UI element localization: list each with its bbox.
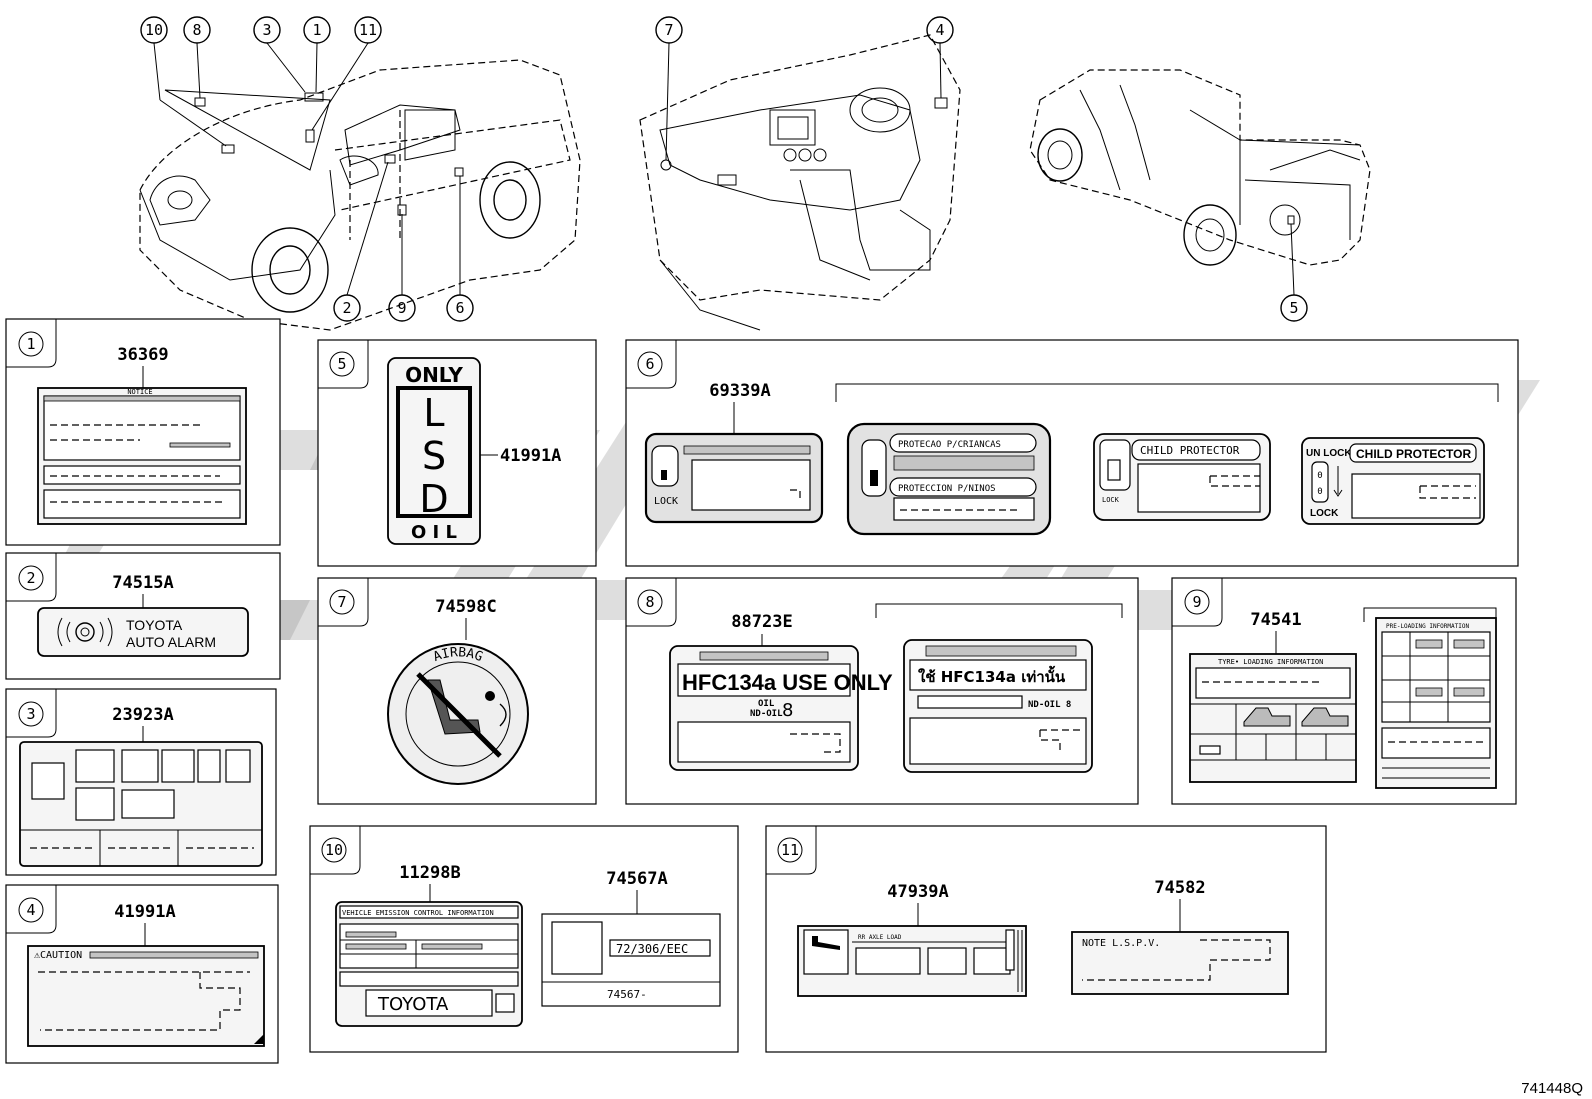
panel-7: 7 74598C AIRBAG [317,577,597,805]
svg-text:74541: 74541 [1250,610,1301,630]
callout-5: 5 [1280,223,1308,322]
svg-text:UN LOCK: UN LOCK [1306,448,1352,459]
callout-10: 10 [140,16,227,147]
svg-text:1: 1 [26,335,35,353]
svg-text:D: D [419,477,448,521]
svg-text:ND-OIL 8: ND-OIL 8 [1028,700,1071,710]
panel-8: 8 88723E HFC134a USE ONLY OIL ND-OIL 8 ใ… [625,577,1139,805]
svg-text:36369: 36369 [117,345,168,365]
svg-text:NOTICE: NOTICE [127,388,152,396]
svg-text:5: 5 [337,355,346,373]
panel-2: 2 74515A TOYOTA AUTO ALARM [5,552,281,680]
callout-8: 8 [183,16,211,99]
svg-text:0: 0 [1317,471,1322,481]
svg-text:74515A: 74515A [112,573,173,593]
svg-text:HFC134a USE ONLY: HFC134a USE ONLY [682,670,893,695]
svg-text:3: 3 [26,705,35,723]
truck-front-view [139,59,581,331]
svg-text:CHILD PROTECTOR: CHILD PROTECTOR [1356,447,1471,461]
svg-text:LOCK: LOCK [654,496,678,507]
svg-text:69339A: 69339A [709,381,770,401]
svg-text:11298B: 11298B [399,863,460,883]
callout-3: 3 [253,16,306,93]
svg-text:3: 3 [262,21,271,39]
svg-text:74567-: 74567- [607,988,647,1001]
interior-dashboard-view [639,34,961,331]
svg-text:4: 4 [935,21,944,39]
svg-text:47939A: 47939A [887,882,948,902]
svg-text:OIL: OIL [758,699,775,709]
svg-text:23923A: 23923A [112,705,173,725]
svg-text:6: 6 [645,355,654,373]
panel-9: 9 74541 TYRE• LOADING INFORMATION PRE-LO… [1171,577,1517,805]
svg-text:41991A: 41991A [114,902,175,922]
svg-text:2: 2 [26,569,35,587]
svg-text:LOCK: LOCK [1102,496,1120,504]
svg-text:⚠CAUTION: ⚠CAUTION [34,950,82,961]
svg-text:NOTE L.S.P.V.: NOTE L.S.P.V. [1082,938,1160,949]
svg-text:TOYOTA: TOYOTA [126,617,183,633]
callout-4: 4 [926,16,954,99]
diagram-id: 741448Q [1521,1080,1583,1097]
svg-text:PROTECAO P/CRIANCAS: PROTECAO P/CRIANCAS [898,440,1001,450]
svg-text:1: 1 [312,21,321,39]
svg-text:11: 11 [359,21,377,39]
panel-1: 1 36369 NOTICE [5,318,281,546]
svg-text:L: L [423,391,444,435]
svg-text:CHILD PROTECTOR: CHILD PROTECTOR [1140,444,1240,457]
panel-11: 11 47939A 74582 RR AXLE LOAD NOTE L.S.P.… [765,825,1327,1053]
svg-text:PRE-LOADING INFORMATION: PRE-LOADING INFORMATION [1386,623,1469,630]
svg-text:7: 7 [337,593,346,611]
svg-text:10: 10 [145,21,163,39]
svg-text:S: S [422,434,446,478]
callout-9: 9 [388,214,416,322]
callout-2: 2 [333,161,389,322]
svg-text:74598C: 74598C [435,597,496,617]
svg-text:TOYOTA: TOYOTA [377,994,449,1015]
truck-rear-view [1029,69,1371,266]
svg-text:RR AXLE LOAD: RR AXLE LOAD [858,934,902,941]
panel-5: 5 ONLY L S D O I L 41991A [317,339,597,567]
svg-text:7: 7 [664,21,673,39]
callout-6: 6 [446,176,474,322]
svg-text:8: 8 [645,593,654,611]
svg-text:LOCK: LOCK [1310,508,1339,519]
panel-10: 10 11298B 74567A VEHICLE EMISSION CONTRO… [309,825,739,1053]
svg-text:2: 2 [342,299,351,317]
svg-text:AIRBAG: AIRBAG [431,645,485,665]
svg-text:9: 9 [397,299,406,317]
svg-text:TYRE• LOADING INFORMATION: TYRE• LOADING INFORMATION [1218,658,1323,666]
panel-3: 3 23923A [5,688,277,876]
callout-11: 11 [311,16,382,131]
svg-text:VEHICLE EMISSION CONTROL INFOR: VEHICLE EMISSION CONTROL INFORMATION [342,909,494,917]
svg-text:6: 6 [455,299,464,317]
svg-text:11: 11 [781,841,799,859]
svg-text:8: 8 [782,700,793,721]
panel-4: 4 41991A ⚠CAUTION [5,884,279,1064]
svg-text:10: 10 [325,841,343,859]
callout-1: 1 [303,16,331,93]
svg-text:88723E: 88723E [731,612,792,632]
svg-text:41991A: 41991A [500,446,561,466]
svg-text:0: 0 [1317,487,1322,497]
svg-text:ใช้ HFC134a เท่านั้น: ใช้ HFC134a เท่านั้น [918,665,1066,686]
svg-text:4: 4 [26,901,35,919]
panel-6: 6 69339A LOCK PROTECAO P/CRIANCAS PROTEC… [625,339,1519,567]
alarm-icon [57,617,113,647]
svg-text:74582: 74582 [1154,878,1205,898]
callout-7: 7 [655,16,683,161]
svg-text:9: 9 [1192,593,1201,611]
svg-text:AUTO ALARM: AUTO ALARM [126,634,216,650]
svg-text:PROTECCION P/NINOS: PROTECCION P/NINOS [898,484,996,494]
svg-text:74567A: 74567A [606,869,667,889]
svg-text:ONLY: ONLY [405,363,463,387]
svg-text:5: 5 [1289,299,1298,317]
svg-text:72/306/EEC: 72/306/EEC [616,942,688,956]
svg-text:ND-OIL: ND-OIL [750,709,783,719]
svg-text:O I L: O I L [411,522,457,543]
svg-text:8: 8 [192,21,201,39]
